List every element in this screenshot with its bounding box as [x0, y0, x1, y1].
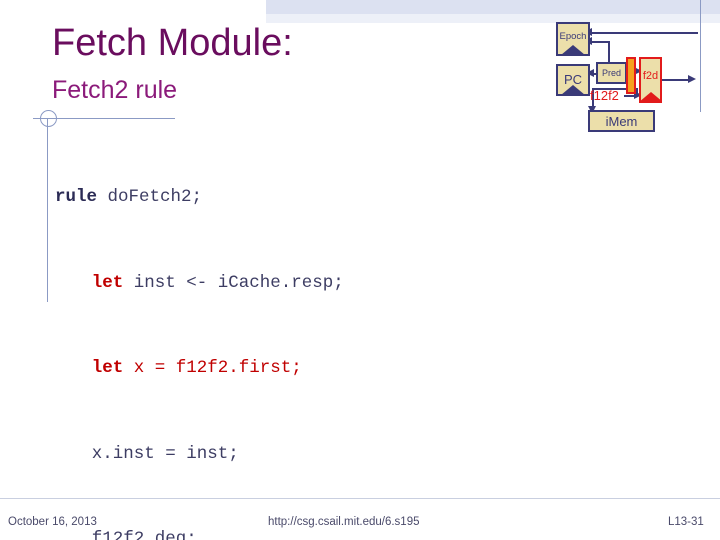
fifo-epoch[interactable]: Epoch: [556, 22, 590, 56]
wire-epoch-top: [588, 32, 698, 34]
footer-url[interactable]: http://csg.csail.mit.edu/6.s195: [268, 516, 420, 528]
fifo-pc-label: PC: [563, 72, 583, 87]
fifo-f2d-label: f2d: [642, 70, 659, 82]
box-pred[interactable]: Pred: [596, 62, 627, 84]
fifo-epoch-label: Epoch: [559, 31, 587, 42]
fifo-pc[interactable]: PC: [556, 64, 590, 96]
footer-date: October 16, 2013: [8, 516, 97, 528]
footer-divider: [0, 498, 720, 499]
fifo-f2d[interactable]: f2d: [639, 57, 662, 103]
footer-page-number: L13-31: [668, 516, 704, 528]
arrow-f2d-out-icon: [688, 74, 696, 83]
diagram-right-rule: [700, 0, 701, 112]
red-epoch-bar[interactable]: [626, 57, 636, 94]
box-imem-label: iMem: [605, 113, 638, 129]
box-pred-label: Pred: [601, 68, 621, 78]
label-f12f2: f12f2: [590, 88, 619, 103]
box-imem[interactable]: iMem: [588, 110, 655, 132]
